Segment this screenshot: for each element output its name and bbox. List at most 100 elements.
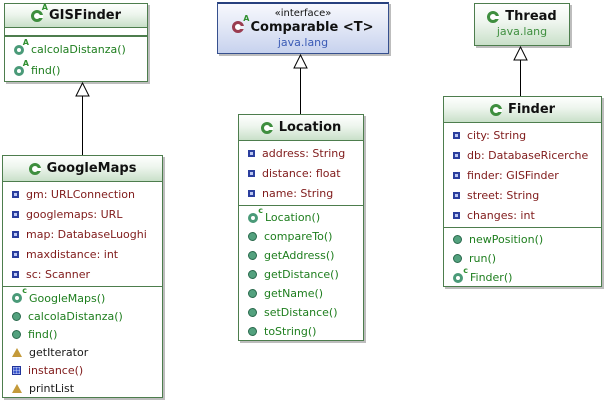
attribute-label: finder: GISFinder [467,168,559,182]
method-row[interactable]: calcolaDistanza() [5,39,147,60]
methods-compartment: Location() compareTo() getAddress() getD… [239,205,363,343]
field-icon [453,151,460,159]
attribute-label: name: String [262,186,334,200]
interface-box-comparable[interactable]: «interface» Comparable <T> java.lang [217,2,389,54]
triangle-icon [12,347,22,357]
interface-icon [232,21,245,34]
method-label: newPosition() [469,233,544,246]
method-label: instance() [28,363,84,377]
class-box-googlemaps[interactable]: GoogleMaps gm: URLConnection googlemaps:… [2,155,163,398]
class-name: Thread [505,9,557,25]
method-label: getAddress() [264,249,335,262]
attribute-label: googlemaps: URL [26,207,123,221]
method-row[interactable]: printList [3,379,162,397]
attribute-row[interactable]: map: DatabaseLuoghi [3,224,162,244]
method-icon [248,232,257,241]
method-icon [248,289,257,298]
static-method-icon [12,365,21,375]
attribute-label: distance: float [262,166,341,180]
method-icon [453,254,462,263]
method-label: calcolaDistanza() [28,309,123,323]
method-icon [248,308,257,317]
class-header-thread[interactable]: Thread [487,9,557,25]
method-label: run() [469,252,497,265]
class-header-location[interactable]: Location [239,115,363,141]
abstract-method-icon [14,44,24,55]
attribute-row[interactable]: city: String [444,125,601,145]
attribute-label: street: String [467,188,540,202]
attribute-label: city: String [467,128,527,142]
field-icon [453,171,460,179]
method-row[interactable]: instance() [3,361,162,379]
method-row[interactable]: getAddress() [239,246,363,265]
generalization-arrow-googlemaps-gisfinder[interactable] [74,82,91,155]
method-label: calcolaDistanza() [31,43,126,56]
attribute-row[interactable]: street: String [444,185,601,205]
field-icon [12,250,19,258]
field-icon [453,211,460,219]
method-icon [248,251,257,260]
method-row[interactable]: GoogleMaps() [3,289,162,307]
class-icon [489,103,502,116]
field-icon [12,230,19,238]
attribute-row[interactable]: maxdistance: int [3,244,162,264]
attribute-row[interactable]: db: DatabaseRicerche [444,145,601,165]
method-row[interactable]: run() [444,249,601,268]
method-row[interactable]: calcolaDistanza() [3,307,162,325]
attribute-label: sc: Scanner [26,267,90,281]
attribute-row[interactable]: finder: GISFinder [444,165,601,185]
method-label: getName() [264,287,324,300]
class-box-location[interactable]: Location address: String distance: float… [238,114,364,341]
class-header-googlemaps[interactable]: GoogleMaps [3,156,162,182]
class-header-finder[interactable]: Finder [444,97,601,123]
class-header-gisfinder[interactable]: GISFinder [5,4,147,28]
method-row[interactable]: newPosition() [444,230,601,249]
interface-header-comparable[interactable]: Comparable <T> [232,20,374,35]
method-row[interactable]: toString() [239,322,363,341]
generalization-arrow-location-comparable[interactable] [292,54,309,114]
attribute-row[interactable]: address: String [239,143,363,163]
method-row[interactable]: find() [3,325,162,343]
attribute-label: db: DatabaseRicerche [467,148,589,162]
method-row[interactable]: getDistance() [239,265,363,284]
attribute-row[interactable]: changes: int [444,205,601,225]
field-icon [248,149,255,157]
method-row[interactable]: getIterator [3,343,162,361]
class-box-finder[interactable]: Finder city: String db: DatabaseRicerche… [443,96,602,287]
class-box-thread[interactable]: Thread java.lang [474,3,570,46]
attribute-label: map: DatabaseLuoghi [26,227,147,241]
method-row[interactable]: find() [5,60,147,81]
attribute-row[interactable]: distance: float [239,163,363,183]
method-icon [453,235,462,244]
package-label: java.lang [277,35,329,49]
field-icon [12,190,19,198]
class-name: Location [278,120,342,135]
class-icon [28,162,41,175]
field-icon [12,210,19,218]
attribute-label: maxdistance: int [26,247,119,261]
method-label: find() [28,327,58,341]
field-icon [453,131,460,139]
attribute-row[interactable]: googlemaps: URL [3,204,162,224]
class-icon [487,10,500,23]
attribute-row[interactable]: sc: Scanner [3,264,162,284]
field-icon [248,189,255,197]
method-row[interactable]: compareTo() [239,227,363,246]
method-row[interactable]: Location() [239,208,363,227]
attributes-compartment-empty [5,28,147,36]
method-label: compareTo() [264,230,333,243]
attribute-row[interactable]: name: String [239,183,363,203]
attributes-compartment: gm: URLConnection googlemaps: URL map: D… [3,182,162,286]
class-name: Finder [507,102,556,117]
constructor-icon [248,212,258,223]
attribute-row[interactable]: gm: URLConnection [3,184,162,204]
methods-compartment: newPosition() run() Finder() [444,227,601,289]
class-icon [260,121,273,134]
method-row[interactable]: setDistance() [239,303,363,322]
class-box-gisfinder[interactable]: GISFinder calcolaDistanza() find() [4,3,148,82]
method-row[interactable]: Finder() [444,268,601,287]
method-row[interactable]: getName() [239,284,363,303]
method-icon [12,329,21,339]
method-label: Finder() [470,271,513,284]
generalization-arrow-finder-thread[interactable] [512,46,529,96]
